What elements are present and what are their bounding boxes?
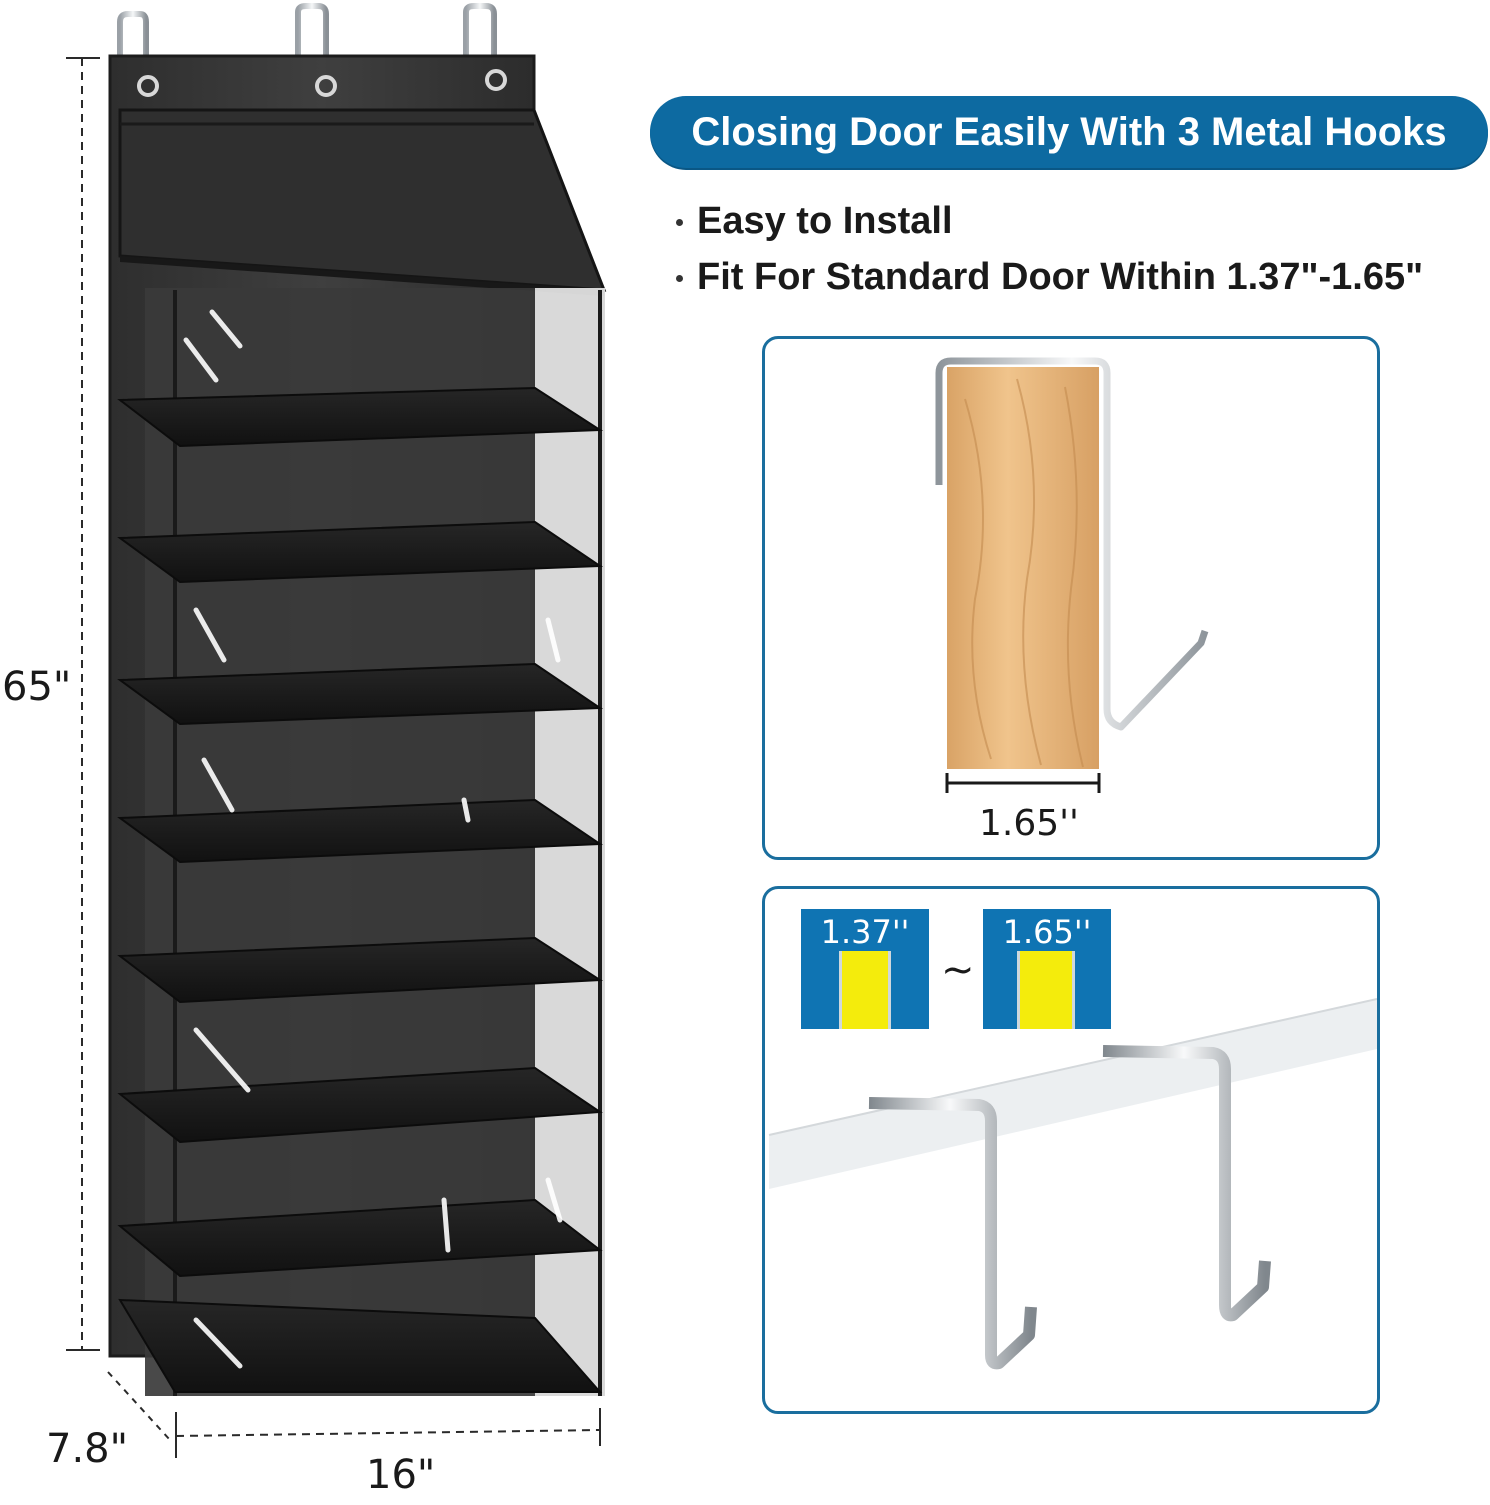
- min-thickness-gauge: 1.37'': [801, 909, 929, 1029]
- hook-on-door-drawing: [935, 357, 1209, 793]
- organizer-drawing: [66, 2, 607, 1458]
- thickness-label: 1.65'': [979, 803, 1079, 844]
- door-thickness-panel: 1.65'': [762, 336, 1380, 860]
- min-thickness-label: 1.37'': [820, 913, 910, 951]
- feature-item-door-fit: Fit For Standard Door Within 1.37"-1.65": [676, 256, 1423, 299]
- feature-item-install: Easy to Install: [676, 200, 953, 243]
- banner-title: Closing Door Easily With 3 Metal Hooks: [691, 109, 1447, 154]
- thickness-range-panel: 1.37'' ~ 1.65'': [762, 886, 1380, 1414]
- max-thickness-label: 1.65'': [1002, 913, 1092, 951]
- product-illustration: 65" 7.8" 16": [0, 0, 640, 1500]
- max-thickness-gauge: 1.65'': [983, 909, 1111, 1029]
- width-dimension-label: 16": [366, 1452, 436, 1498]
- depth-dimension-label: 7.8": [46, 1426, 129, 1472]
- max-thickness-bar: [1017, 951, 1075, 1029]
- hooks-on-door-edge-drawing: [768, 998, 1377, 1370]
- feature-label: Fit For Standard Door Within 1.37"-1.65": [697, 256, 1424, 298]
- height-dimension-label: 65": [2, 664, 72, 710]
- bullet-icon: [676, 275, 683, 283]
- bullet-icon: [676, 219, 683, 227]
- range-separator: ~: [941, 947, 975, 993]
- feature-label: Easy to Install: [697, 200, 953, 242]
- feature-banner: Closing Door Easily With 3 Metal Hooks: [650, 96, 1488, 168]
- min-thickness-bar: [839, 951, 891, 1029]
